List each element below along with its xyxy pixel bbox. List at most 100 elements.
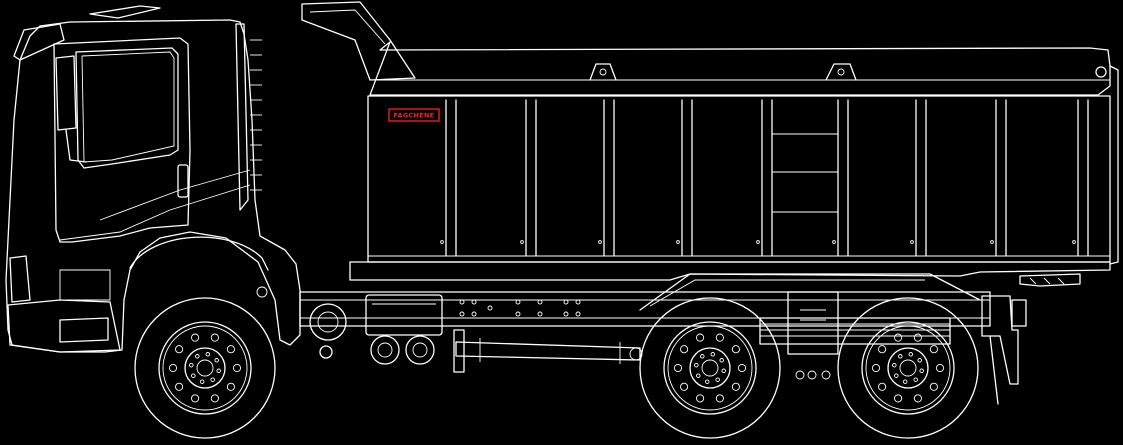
rim-hole	[226, 345, 235, 354]
lug-nut	[195, 354, 200, 359]
rim-hole	[913, 333, 922, 342]
hub	[184, 347, 226, 389]
air-tank-3	[405, 335, 435, 365]
rear-wheel-1	[639, 297, 781, 439]
roof-visor	[13, 23, 65, 61]
rim-hole	[175, 382, 184, 391]
rim-inner	[865, 325, 951, 411]
lug-nut	[908, 352, 914, 357]
rim-hole	[696, 333, 705, 342]
cab-door	[53, 37, 191, 243]
lug-nut	[704, 379, 710, 384]
door-handle	[177, 164, 189, 198]
rim-hole	[731, 382, 740, 391]
rim-hole	[210, 394, 219, 403]
chassis	[256, 286, 1027, 405]
dump-box	[367, 95, 1111, 263]
tire	[639, 297, 781, 439]
rim-inner	[667, 325, 753, 411]
body-badge: FAGCHENE	[388, 108, 440, 122]
rim-hole	[894, 333, 903, 342]
lug-nut	[694, 362, 699, 368]
cab-outline	[5, 19, 301, 353]
rim-hole	[871, 363, 881, 373]
rim	[663, 321, 757, 415]
air-intake-grille	[250, 39, 262, 191]
lug-nut	[715, 377, 720, 382]
battery-box	[365, 294, 443, 336]
rim-hole	[680, 345, 689, 354]
body-top-rail	[369, 41, 1111, 96]
rim-hole	[913, 394, 922, 403]
rim-hole	[878, 382, 887, 391]
lug-nut	[189, 362, 194, 368]
cab-window	[75, 47, 179, 169]
lug-nut	[917, 358, 922, 363]
rim-hole	[680, 382, 689, 391]
hub-cap	[701, 359, 719, 377]
body-ribs	[445, 99, 1089, 257]
lug-nut	[719, 358, 724, 363]
rim-hole	[715, 333, 724, 342]
lug-nut	[191, 373, 196, 378]
front-wheel	[134, 297, 276, 439]
hub-cap	[196, 359, 214, 377]
rear-mudflap-bracket	[981, 295, 1019, 385]
dump-body: FAGCHENE	[301, 1, 1119, 311]
lug-nut	[700, 354, 705, 359]
lug-nut	[199, 379, 205, 384]
lug-nut	[898, 354, 903, 359]
rim-hole	[210, 333, 219, 342]
rim-hole	[715, 394, 724, 403]
rim-hole	[894, 394, 903, 403]
rear-suspension	[759, 291, 951, 380]
rim-hole	[168, 363, 178, 373]
rim-hole	[226, 382, 235, 391]
rim-hole	[673, 363, 683, 373]
front-bumper	[7, 299, 121, 353]
hub	[689, 347, 731, 389]
rim-hole	[929, 345, 938, 354]
rim	[158, 321, 252, 415]
rear-wheel-2	[837, 297, 979, 439]
air-tank	[309, 303, 347, 341]
rim	[861, 321, 955, 415]
cab-step	[59, 317, 109, 343]
rim-hole	[929, 382, 938, 391]
lifting-lug-1	[589, 63, 617, 81]
lug-nut	[902, 379, 908, 384]
front-wheel-arch	[129, 236, 269, 271]
rim-hole	[878, 345, 887, 354]
rim-hole	[232, 363, 242, 373]
rim-inner	[162, 325, 248, 411]
rim-hole	[191, 394, 200, 403]
rim-hole	[731, 345, 740, 354]
lug-nut	[919, 368, 924, 374]
lug-nut	[216, 368, 221, 374]
rim-hole	[175, 345, 184, 354]
badge-label: FAGCHENE	[394, 112, 435, 120]
frame-rail	[299, 291, 991, 327]
tire	[837, 297, 979, 439]
lug-nut	[210, 377, 215, 382]
rivets	[440, 240, 1076, 244]
tailgate-hinge	[1095, 66, 1107, 78]
exhaust	[319, 345, 333, 359]
drive-shaft	[455, 341, 641, 361]
rim-hole	[191, 333, 200, 342]
tailgate	[1109, 65, 1119, 265]
lifting-lug-2	[825, 63, 857, 81]
frame-bolts	[459, 299, 581, 317]
cab	[5, 5, 301, 353]
lug-nut	[696, 373, 701, 378]
rim-hole	[737, 363, 747, 373]
tire	[134, 297, 276, 439]
rim-hole	[696, 394, 705, 403]
lug-nut	[892, 362, 897, 368]
hub	[887, 347, 929, 389]
headlight	[9, 255, 31, 303]
rim-hole	[935, 363, 945, 373]
lug-nut	[710, 352, 716, 357]
